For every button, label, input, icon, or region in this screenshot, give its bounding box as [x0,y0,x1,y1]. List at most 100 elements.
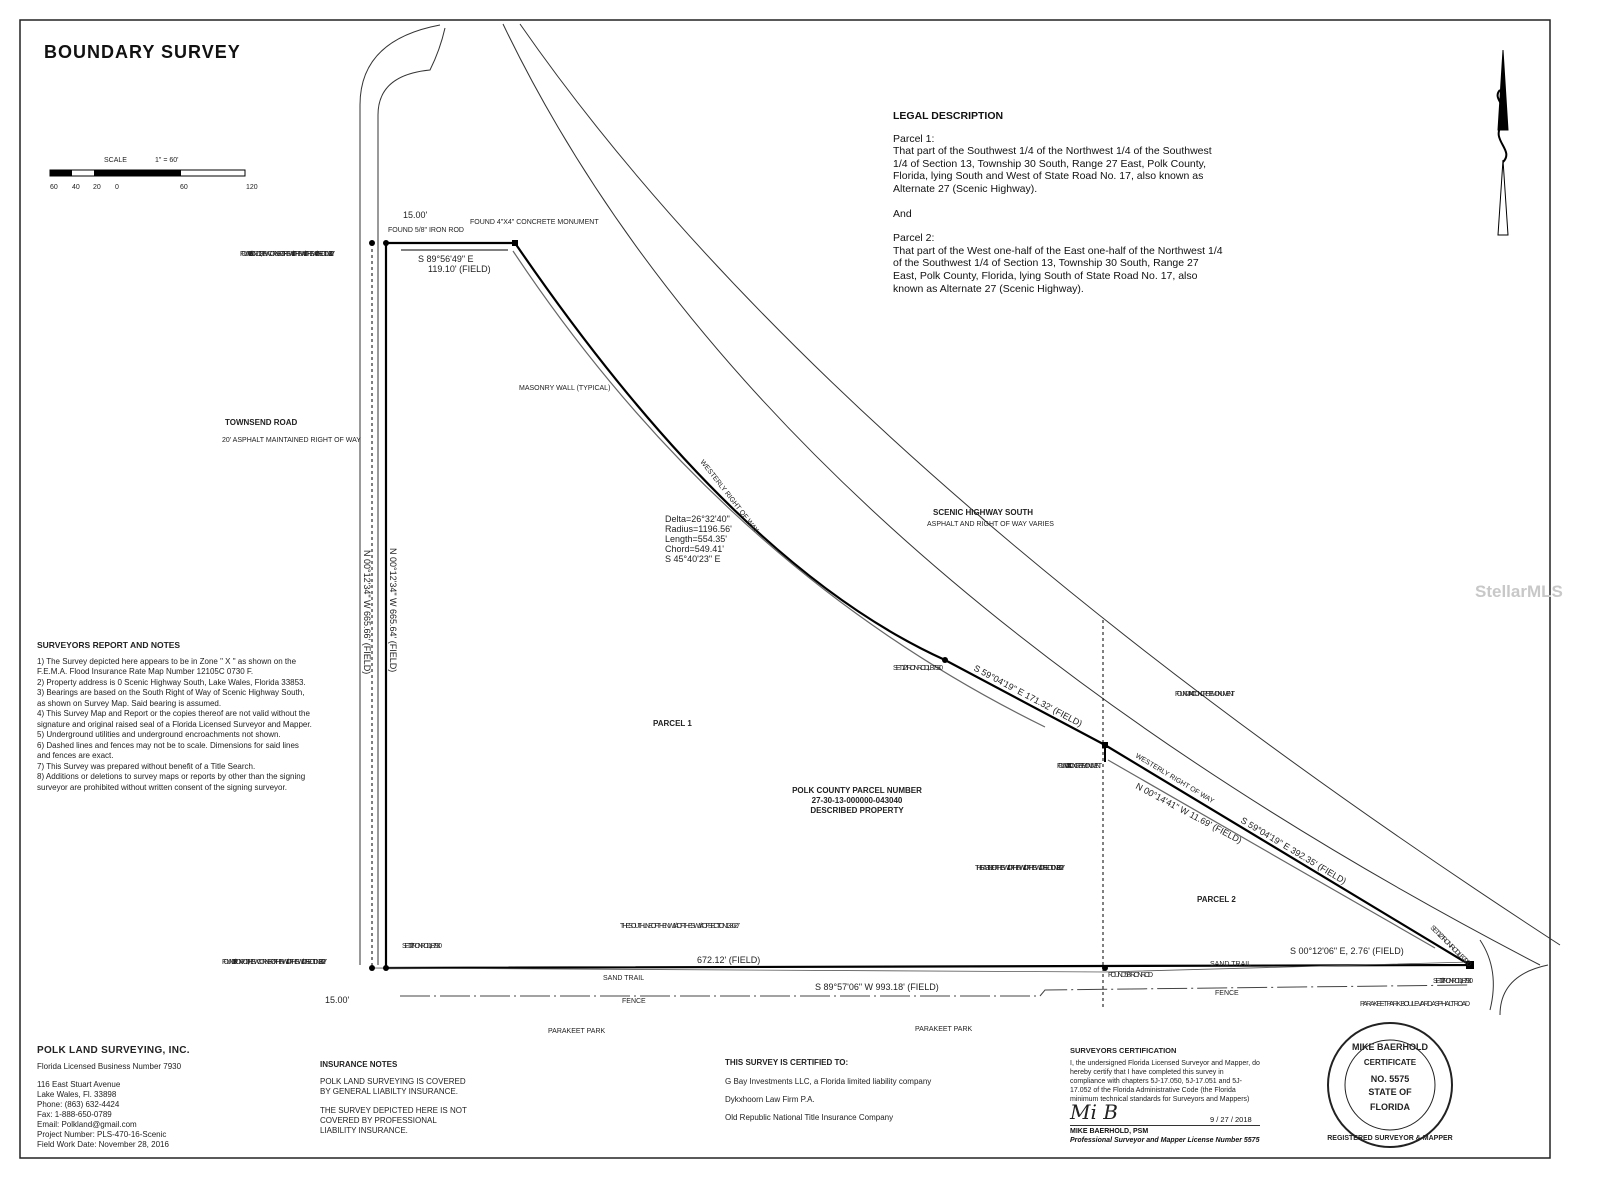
project-number: Project Number: PLS-470-16-Scenic [37,1130,167,1139]
company-phone: Phone: (863) 632-4424 [37,1100,120,1109]
distance-label: 672.12' (FIELD) [697,955,760,965]
svg-text:CERTIFICATE: CERTIFICATE [1364,1058,1417,1067]
bearing-label: S 89°57'06" W 993.18' (FIELD) [815,982,939,992]
north-arrow-icon [1496,49,1509,236]
certified-to: THIS SURVEY IS CERTIFIED TO: G Bay Inves… [725,1058,931,1131]
note-item: 8) Additions or deletions to survey maps… [37,772,306,792]
cert-heading: SURVEYORS CERTIFICATION [1070,1046,1177,1055]
cert-date: 9 / 27 / 2018 [1210,1115,1252,1124]
townsend-road-sublabel: 20' ASPHALT MAINTAINED RIGHT OF WAY [222,437,361,444]
svg-text:S 45°40'23" E: S 45°40'23" E [665,554,721,564]
monuments [369,240,1474,971]
scale-tick: 120 [246,184,258,191]
scale-ratio: 1" = 60' [155,157,178,164]
company-license: Florida Licensed Business Number 7930 [37,1062,182,1071]
svg-text:STATE OF: STATE OF [1368,1087,1412,1097]
sand-trail-label: SAND TRAIL [603,975,644,982]
parcel-number: POLK COUNTY PARCEL NUMBER 27-30-13-00000… [792,786,922,815]
company-fax: Fax: 1-888-650-0789 [37,1110,112,1119]
bearing-label: S 89°56'49" E [418,254,474,264]
scenic-highway-label: SCENIC HIGHWAY SOUTH [933,508,1033,517]
dimension-label: 15.00' [325,995,350,1005]
certified-heading: THIS SURVEY IS CERTIFIED TO: [725,1058,849,1067]
company-email: Email: Polkland@gmail.com [37,1120,137,1129]
parcel-2-label: PARCEL 2 [1197,895,1236,904]
note-item: 4) This Survey Map and Report or the cop… [37,709,312,729]
svg-text:REGISTERED SURVEYOR & MAPPER: REGISTERED SURVEYOR & MAPPER [1327,1135,1453,1142]
svg-text:27-30-13-000000-043040: 27-30-13-000000-043040 [812,796,903,805]
and-text: And [893,207,912,220]
townsend-road-edge-west [359,24,441,965]
svg-text:NO. 5575: NO. 5575 [1371,1074,1410,1084]
svg-text:POLK COUNTY PARCEL NUMBER: POLK COUNTY PARCEL NUMBER [792,786,922,795]
townsend-road-edge-east [377,27,446,965]
section-line-label: THE EAST LINE OF THE SW 1/4 OF THE NW 1/… [975,865,1065,872]
fence-label: FENCE [622,998,646,1005]
surveyor-name: MIKE BAERHOLD, PSM [1070,1128,1149,1135]
signature: Mi B [1070,1100,1118,1124]
parakeet-park-label: PARAKEET PARK [548,1028,606,1035]
scale-tick: 40 [72,184,80,191]
svg-text:MIKE BAERHOLD: MIKE BAERHOLD [1352,1042,1428,1052]
scenic-highway-edge-north [519,23,1561,946]
section-line-label: THE SOUTH LINE OF THE NW 1/4 OF THE SW 1… [620,923,740,930]
scenic-highway-edge-south [502,23,1541,966]
monument-label: SET 1/2" IRON ROD, LB 7930 [1433,978,1473,985]
dimension-label: 15.00' [403,210,428,220]
note-item: 2) Property address is 0 Scenic Highway … [37,677,306,687]
masonry-wall-label: MASONRY WALL (TYPICAL) [519,385,610,392]
surveyors-notes: SURVEYORS REPORT AND NOTES 1) The Survey… [37,640,312,793]
parcel1-text: That part of the Southwest 1/4 of the No… [893,145,1212,195]
curve-data: Delta=26°32'40" Radius=1196.56' Length=5… [665,514,732,564]
monument-label: SET 1/2" IRON ROD, LB 7930 [1429,924,1473,968]
scale-tick: 60 [180,184,188,191]
surveyor-license: Professional Surveyor and Mapper License… [1070,1137,1260,1144]
scale-tick: 0 [115,184,119,191]
monument-label: FOUND 5/8" IRON ROD, THE NW CORNER OF TH… [240,251,335,258]
bearing-label: N 00°12'34" W 665.66' (FIELD) [362,550,372,674]
scale-bar: SCALE 1" = 60' 60 40 20 0 60 120 [49,157,258,191]
scale-tick: 60 [50,184,58,191]
parcel2-text: That part of the West one-half of the Ea… [893,244,1223,295]
fence-label: FENCE [1215,990,1239,997]
note-item: 7) This Survey was prepared without bene… [37,761,256,771]
note-item: 5) Underground utilities and underground… [37,730,281,739]
signature-line [1070,1125,1260,1126]
notes-heading: SURVEYORS REPORT AND NOTES [37,640,181,650]
bearing-label: S 00°12'06" E, 2.76' (FIELD) [1290,946,1404,956]
surveyor-seal: MIKE BAERHOLD CERTIFICATE NO. 5575 STATE… [1327,1022,1453,1148]
company-address: 116 East Stuart Avenue [37,1080,121,1089]
monument-label: SET 1/2" IRON ROD, LB 7930 [402,943,442,950]
insurance-text: POLK LAND SURVEYING IS COVERED BY GENERA… [320,1077,466,1096]
certified-party: G Bay Investments LLC, a Florida limited… [725,1077,932,1086]
insurance-text: THE SURVEY DEPICTED HERE IS NOT COVERED … [320,1106,467,1135]
company-info: POLK LAND SURVEYING, INC. Florida Licens… [37,1046,190,1150]
parcel1-label: Parcel 1: [893,132,935,145]
certified-party: Old Republic National Title Insurance Co… [725,1113,894,1122]
svg-text:Radius=1196.56': Radius=1196.56' [665,524,732,534]
watermark: StellarMLS [1475,582,1563,601]
company-address: Lake Wales, Fl. 33898 [37,1090,117,1099]
svg-text:Length=554.35': Length=554.35' [665,534,727,544]
svg-text:FLORIDA: FLORIDA [1370,1102,1410,1112]
monument-label: FOUND 5/8" IRON ROD, THE SW CORNER OF TH… [222,959,327,966]
parakeet-blvd-label: PARAKEET PARK BOULEVARD ASPHALT ROAD [1360,1001,1470,1008]
svg-text:Delta=26°32'40": Delta=26°32'40" [665,514,730,524]
roads [359,23,1561,1016]
page-frame [19,19,1551,1159]
parakeet-park-label: PARAKEET PARK [915,1026,973,1033]
legal-description: LEGAL DESCRIPTION Parcel 1: That part of… [893,110,1223,307]
right-of-way-label: WESTERLY RIGHT OF WAY [1134,753,1215,806]
certified-party: Dykxhoorn Law Firm P.A. [725,1095,815,1104]
surveyor-name-block: MIKE BAERHOLD, PSM Professional Surveyor… [1070,1127,1259,1145]
cert-text: I, the undersigned Florida Licensed Surv… [1070,1060,1260,1103]
parcel2-label: Parcel 2: [893,232,935,245]
svg-text:DESCRIBED PROPERTY: DESCRIBED PROPERTY [810,806,904,815]
townsend-road-label: TOWNSEND ROAD [225,418,298,427]
legal-heading: LEGAL DESCRIPTION [893,110,1004,122]
page-title: BOUNDARY SURVEY [44,42,241,62]
monument-label: SET 1/2" IRON ROD, LB 7930 [893,665,943,672]
monument-label: FOUND 4"X4" CONCRETE MONUMENT [1057,763,1103,770]
monument-label: FOUND 5/8" IRON ROD [388,227,464,234]
